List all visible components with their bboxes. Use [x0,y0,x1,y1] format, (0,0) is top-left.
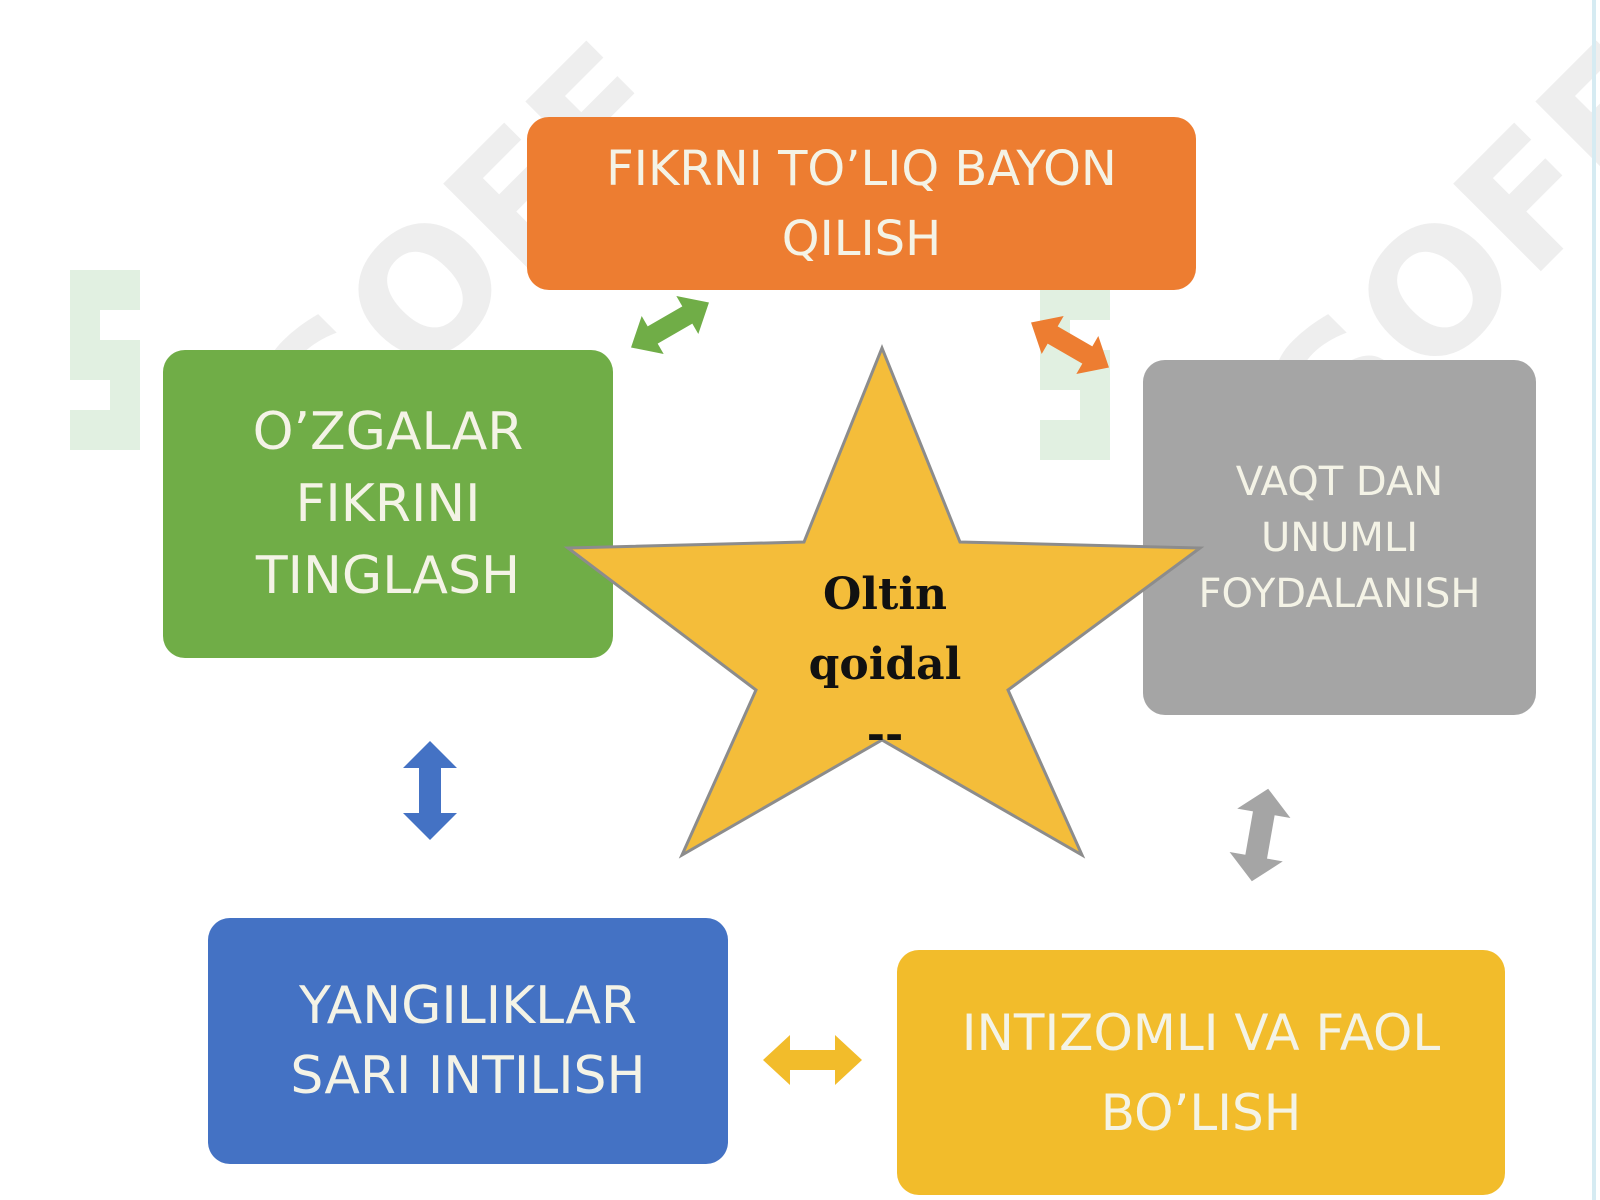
arrow-left-bottom [403,741,457,840]
box-vaqtdan-unumli: VAQT DAN UNUMLI FOYDALANISH [1143,360,1536,715]
arrow-top-left [631,295,709,355]
arrow-top-right [1031,315,1109,375]
box-yangiliklar: YANGILIKLAR SARI INTILISH [208,918,728,1164]
arrow-right-bottom [1229,788,1291,882]
box-left-label: O’ZGALAR FIKRINI TINGLASH [252,402,524,606]
box-fikrni-bayon: FIKRNI TO’LIQ BAYON QILISH [527,117,1196,290]
arrow-bottom [763,1035,862,1085]
box-bottom-left-label: YANGILIKLAR SARI INTILISH [290,976,646,1106]
page-border [1592,0,1596,1200]
center-star-label: Oltin qoidal -- [808,569,962,760]
box-ozgalar-fikrini: O’ZGALAR FIKRINI TINGLASH [163,350,613,658]
box-right-label: VAQT DAN UNUMLI FOYDALANISH [1198,458,1481,617]
box-bottom-right-label: INTIZOMLI VA FAOL BO’LISH [961,1003,1441,1142]
box-top-label: FIKRNI TO’LIQ BAYON QILISH [606,140,1117,267]
box-intizomli: INTIZOMLI VA FAOL BO’LISH [897,950,1505,1195]
center-star [563,343,1205,859]
